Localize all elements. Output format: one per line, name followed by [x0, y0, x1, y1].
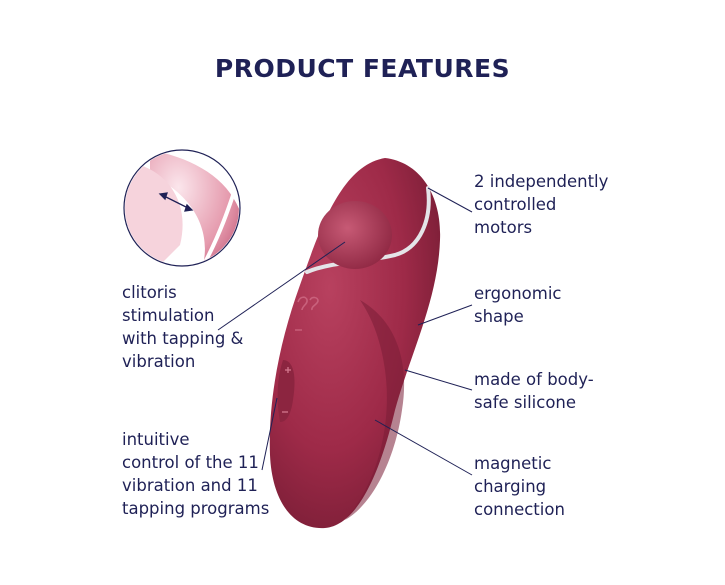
control-buttons — [277, 360, 295, 422]
leader-lines — [217, 187, 473, 476]
page-title: PRODUCT FEATURES — [214, 54, 511, 83]
feature-silicone: made of body- safe silicone — [474, 370, 594, 412]
brand-logo-icon — [297, 296, 319, 311]
feature-charging: magnetic charging connection — [474, 454, 565, 519]
double-arrow-icon — [158, 192, 194, 212]
feature-stimulation: clitoris stimulation with tapping & vibr… — [122, 283, 244, 371]
feature-motors: 2 independently controlled motors — [474, 172, 609, 237]
feature-control: intuitive control of the 11 vibration an… — [122, 430, 270, 518]
tapping-detail-icon — [123, 149, 241, 267]
feature-shape: ergonomic shape — [474, 284, 562, 326]
product-body — [269, 158, 441, 529]
tapping-pad — [318, 201, 392, 269]
